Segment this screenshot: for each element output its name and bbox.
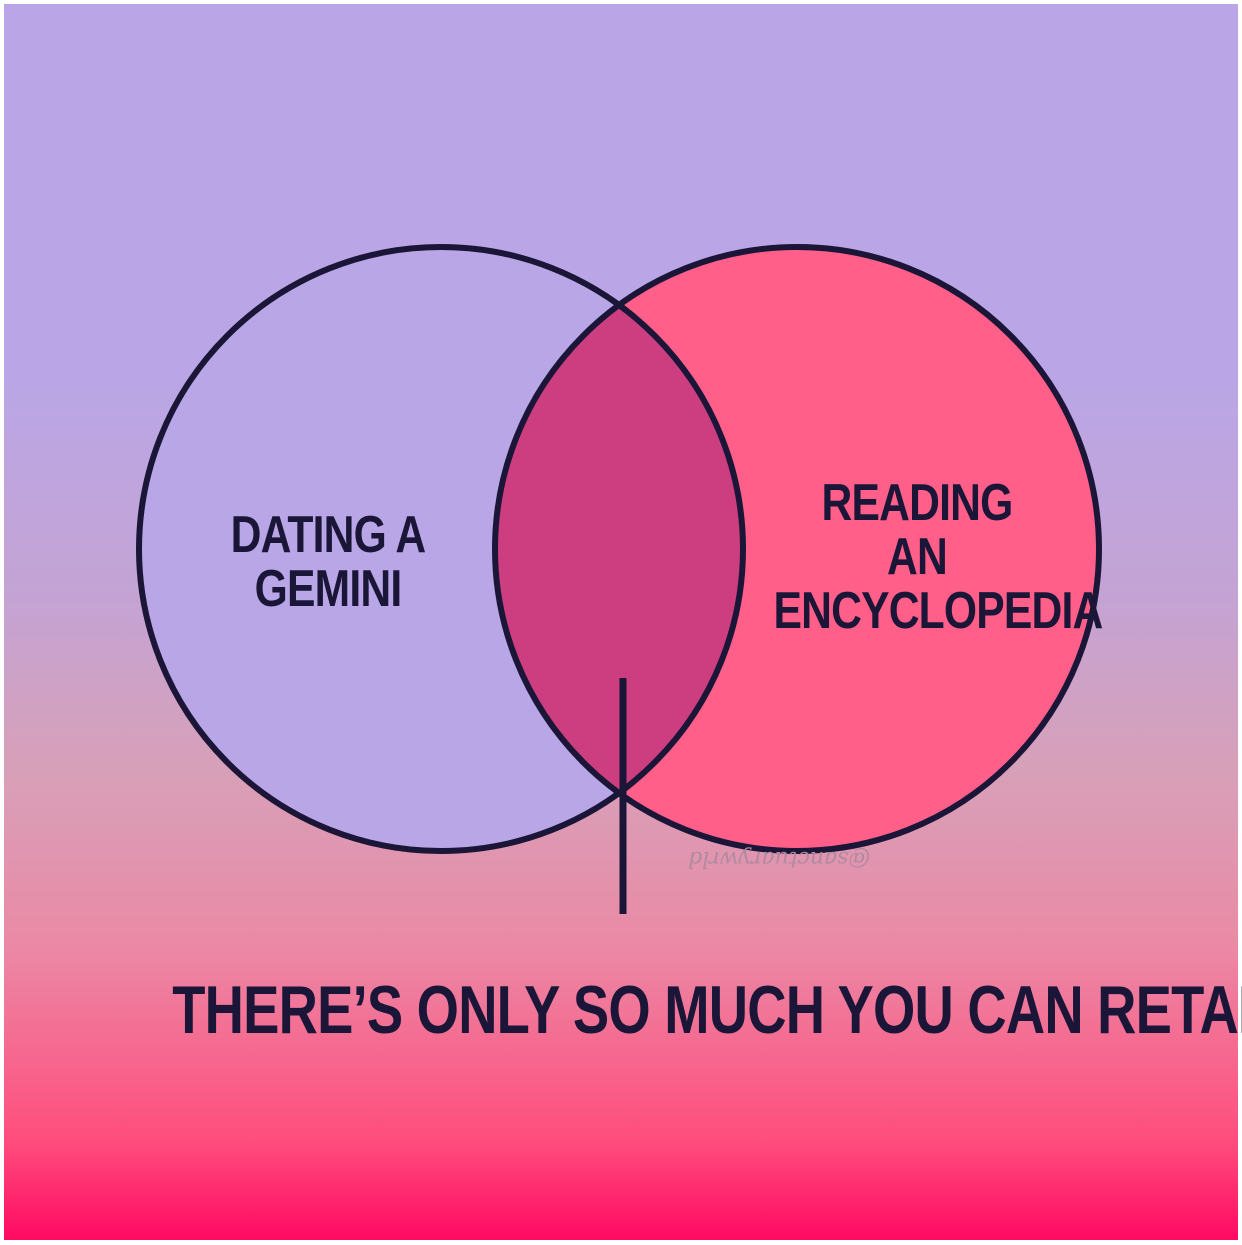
intersection-caption: THERE’S ONLY SO MUCH YOU CAN RETAIN bbox=[172, 972, 1242, 1048]
left-set-label: DATING A GEMINI bbox=[230, 506, 427, 618]
right-set-label: READING AN ENCYCLOPEDIA bbox=[773, 474, 1104, 640]
right-circle-outline bbox=[492, 244, 1102, 854]
watermark: @sanctuarywrld bbox=[688, 846, 871, 871]
intersection-region bbox=[495, 247, 743, 851]
left-circle-outline bbox=[136, 244, 746, 854]
